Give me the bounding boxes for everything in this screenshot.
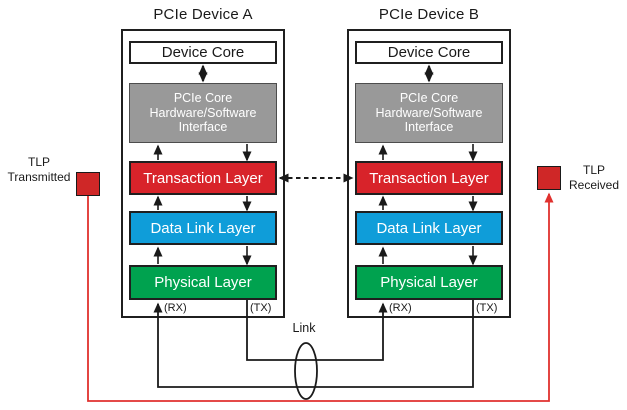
tlp-received-line1: TLP — [582, 163, 605, 177]
device-b-core-label: Device Core — [387, 44, 471, 61]
tlp-received-line2: Received — [568, 178, 620, 192]
tlp-transmitted-label: TLP Transmitted — [4, 155, 74, 185]
tlp-received-marker-square — [537, 166, 561, 190]
tlp-transmitted-marker-square — [76, 172, 100, 196]
tlp-received-label: TLP Received — [567, 163, 621, 193]
device-b-interface-line2: Hardware/Software — [375, 105, 483, 120]
device-a-interface-box: PCIe Core Hardware/Software Interface — [129, 83, 277, 143]
device-a-transaction-layer-box: Transaction Layer — [129, 161, 277, 195]
device-a-core-label: Device Core — [161, 44, 245, 61]
device-b-transaction-layer-box: Transaction Layer — [355, 161, 503, 195]
device-b-data-link-layer-box: Data Link Layer — [355, 211, 503, 245]
device-a-physical-layer-label: Physical Layer — [154, 274, 252, 291]
device-b-interface-box: PCIe Core Hardware/Software Interface — [355, 83, 503, 143]
device-b-tx-label: (TX) — [476, 302, 498, 314]
device-a-data-link-layer-label: Data Link Layer — [150, 219, 256, 237]
tlp-transmitted-line2: Transmitted — [7, 170, 71, 184]
device-b-rx-label: (RX) — [389, 302, 412, 314]
device-a-transaction-layer-label: Transaction Layer — [143, 169, 263, 187]
device-a-physical-layer-box: Physical Layer — [129, 265, 277, 300]
device-b-transaction-layer-label: Transaction Layer — [369, 169, 489, 187]
device-a-interface-line2: Hardware/Software — [149, 105, 257, 120]
device-a-tx-label: (TX) — [250, 302, 272, 314]
device-b-core-box: Device Core — [355, 41, 503, 64]
device-b-interface-line1: PCIe Core — [399, 91, 459, 106]
device-a-rx-label: (RX) — [164, 302, 187, 314]
device-b-title: PCIe Device B — [378, 6, 480, 23]
device-a-title: PCIe Device A — [153, 6, 253, 23]
device-b-interface-line3: Interface — [404, 120, 454, 135]
tlp-transmitted-line1: TLP — [27, 155, 50, 169]
device-a-interface-line1: PCIe Core — [173, 91, 233, 106]
device-a-interface-line3: Interface — [178, 120, 228, 135]
device-b-data-link-layer-label: Data Link Layer — [376, 219, 482, 237]
device-a-data-link-layer-box: Data Link Layer — [129, 211, 277, 245]
link-label: Link — [292, 321, 316, 335]
link-ellipse-icon — [294, 342, 318, 400]
device-b-physical-layer-label: Physical Layer — [380, 274, 478, 291]
device-a-core-box: Device Core — [129, 41, 277, 64]
device-b-physical-layer-box: Physical Layer — [355, 265, 503, 300]
